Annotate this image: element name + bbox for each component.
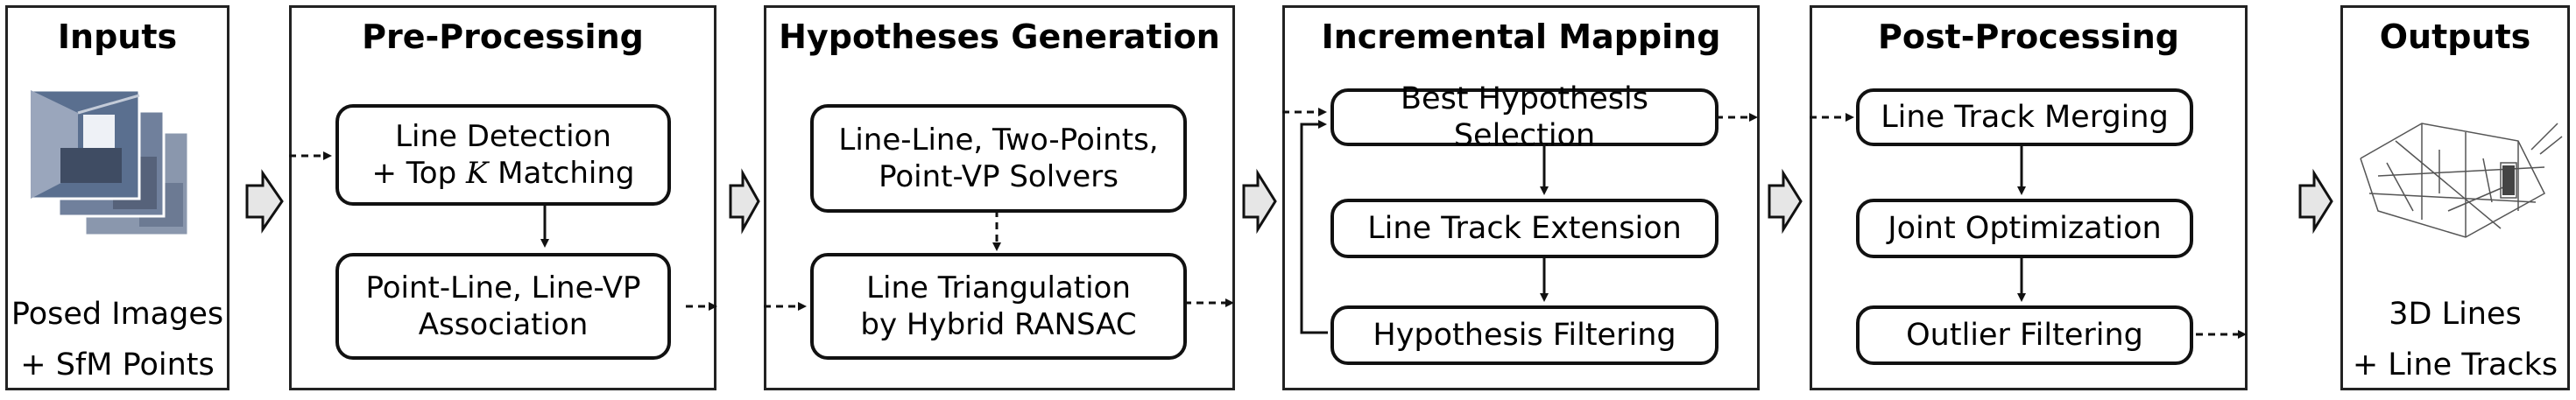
stage-arrow-5: [2298, 168, 2333, 235]
outputs-label-1: 3D Lines: [2389, 297, 2522, 332]
output-3d-lines-render: [2360, 123, 2563, 238]
best-hypothesis-selection-label: Best Hypothesis Selection: [1401, 81, 1648, 153]
postprocessing-title: Post-Processing: [1877, 18, 2180, 56]
best-hypothesis-selection-box: Best Hypothesis Selection: [1330, 81, 1719, 153]
mapping-panel: Incremental Mapping Best Hypothesis Sele…: [1282, 5, 1760, 390]
triangulation-box: Line Triangulation by Hybrid RANSAC: [810, 253, 1187, 360]
top-k-variable: K: [465, 156, 489, 191]
triangulation-line-2: by Hybrid RANSAC: [860, 307, 1137, 342]
top-k-suffix: Matching: [488, 156, 635, 191]
line-detection-box: Line Detection + Top K Matching: [335, 104, 671, 206]
stage-arrow-1: [245, 169, 284, 234]
mapping-title: Incremental Mapping: [1321, 18, 1721, 56]
inputs-label-1: Posed Images: [11, 297, 224, 332]
outputs-panel: Outputs 3D Lines + Line Tracks: [2340, 5, 2570, 390]
joint-optimization-label: Joint Optimization: [1888, 211, 2162, 246]
input-images-stack: [29, 88, 190, 237]
solvers-line-1: Line-Line, Two-Points,: [838, 123, 1159, 158]
preprocessing-panel: Pre-Processing Line Detection + Top K Ma…: [289, 5, 716, 390]
map-feedback-loop: [1300, 120, 1328, 334]
point-line-association-box: Point-Line, Line-VP Association: [335, 253, 671, 360]
line-track-merging-box: Line Track Merging: [1856, 88, 2193, 146]
line-track-extension-box: Line Track Extension: [1330, 199, 1719, 258]
solvers-line-2: Point-VP Solvers: [879, 159, 1119, 194]
line-track-extension-label: Line Track Extension: [1367, 211, 1682, 246]
postprocessing-panel: Post-Processing Line Track Merging Joint…: [1810, 5, 2248, 390]
inputs-panel: Inputs Posed Images + SfM Points: [5, 5, 229, 390]
hypotheses-panel: Hypotheses Generation Line-Line, Two-Poi…: [764, 5, 1235, 390]
joint-optimization-box: Joint Optimization: [1856, 199, 2193, 258]
hypothesis-filtering-box: Hypothesis Filtering: [1330, 305, 1719, 365]
top-k-prefix: + Top: [371, 156, 466, 191]
triangulation-line-1: Line Triangulation: [866, 270, 1131, 305]
preprocessing-title: Pre-Processing: [362, 18, 644, 56]
stage-arrow-4: [1768, 168, 1803, 235]
hypotheses-title: Hypotheses Generation: [779, 18, 1220, 56]
inputs-title: Inputs: [57, 18, 178, 56]
point-line-text: Point-Line, Line-VP: [365, 270, 641, 305]
outputs-label-2: + Line Tracks: [2352, 347, 2558, 382]
image-thumb-front: [29, 88, 141, 200]
line-track-merging-label: Line Track Merging: [1881, 100, 2169, 135]
line-detection-text: Line Detection: [395, 119, 611, 154]
hypothesis-filtering-label: Hypothesis Filtering: [1373, 318, 1676, 353]
inputs-label-2: + SfM Points: [20, 347, 215, 382]
outlier-filtering-label: Outlier Filtering: [1906, 318, 2143, 353]
outputs-title: Outputs: [2379, 18, 2531, 56]
solvers-box: Line-Line, Two-Points, Point-VP Solvers: [810, 104, 1187, 213]
stage-arrow-3: [1242, 168, 1277, 235]
association-text: Association: [418, 307, 589, 342]
top-k-matching-text: + Top K Matching: [371, 155, 634, 192]
outlier-filtering-box: Outlier Filtering: [1856, 305, 2193, 365]
stage-arrow-2: [729, 168, 760, 235]
